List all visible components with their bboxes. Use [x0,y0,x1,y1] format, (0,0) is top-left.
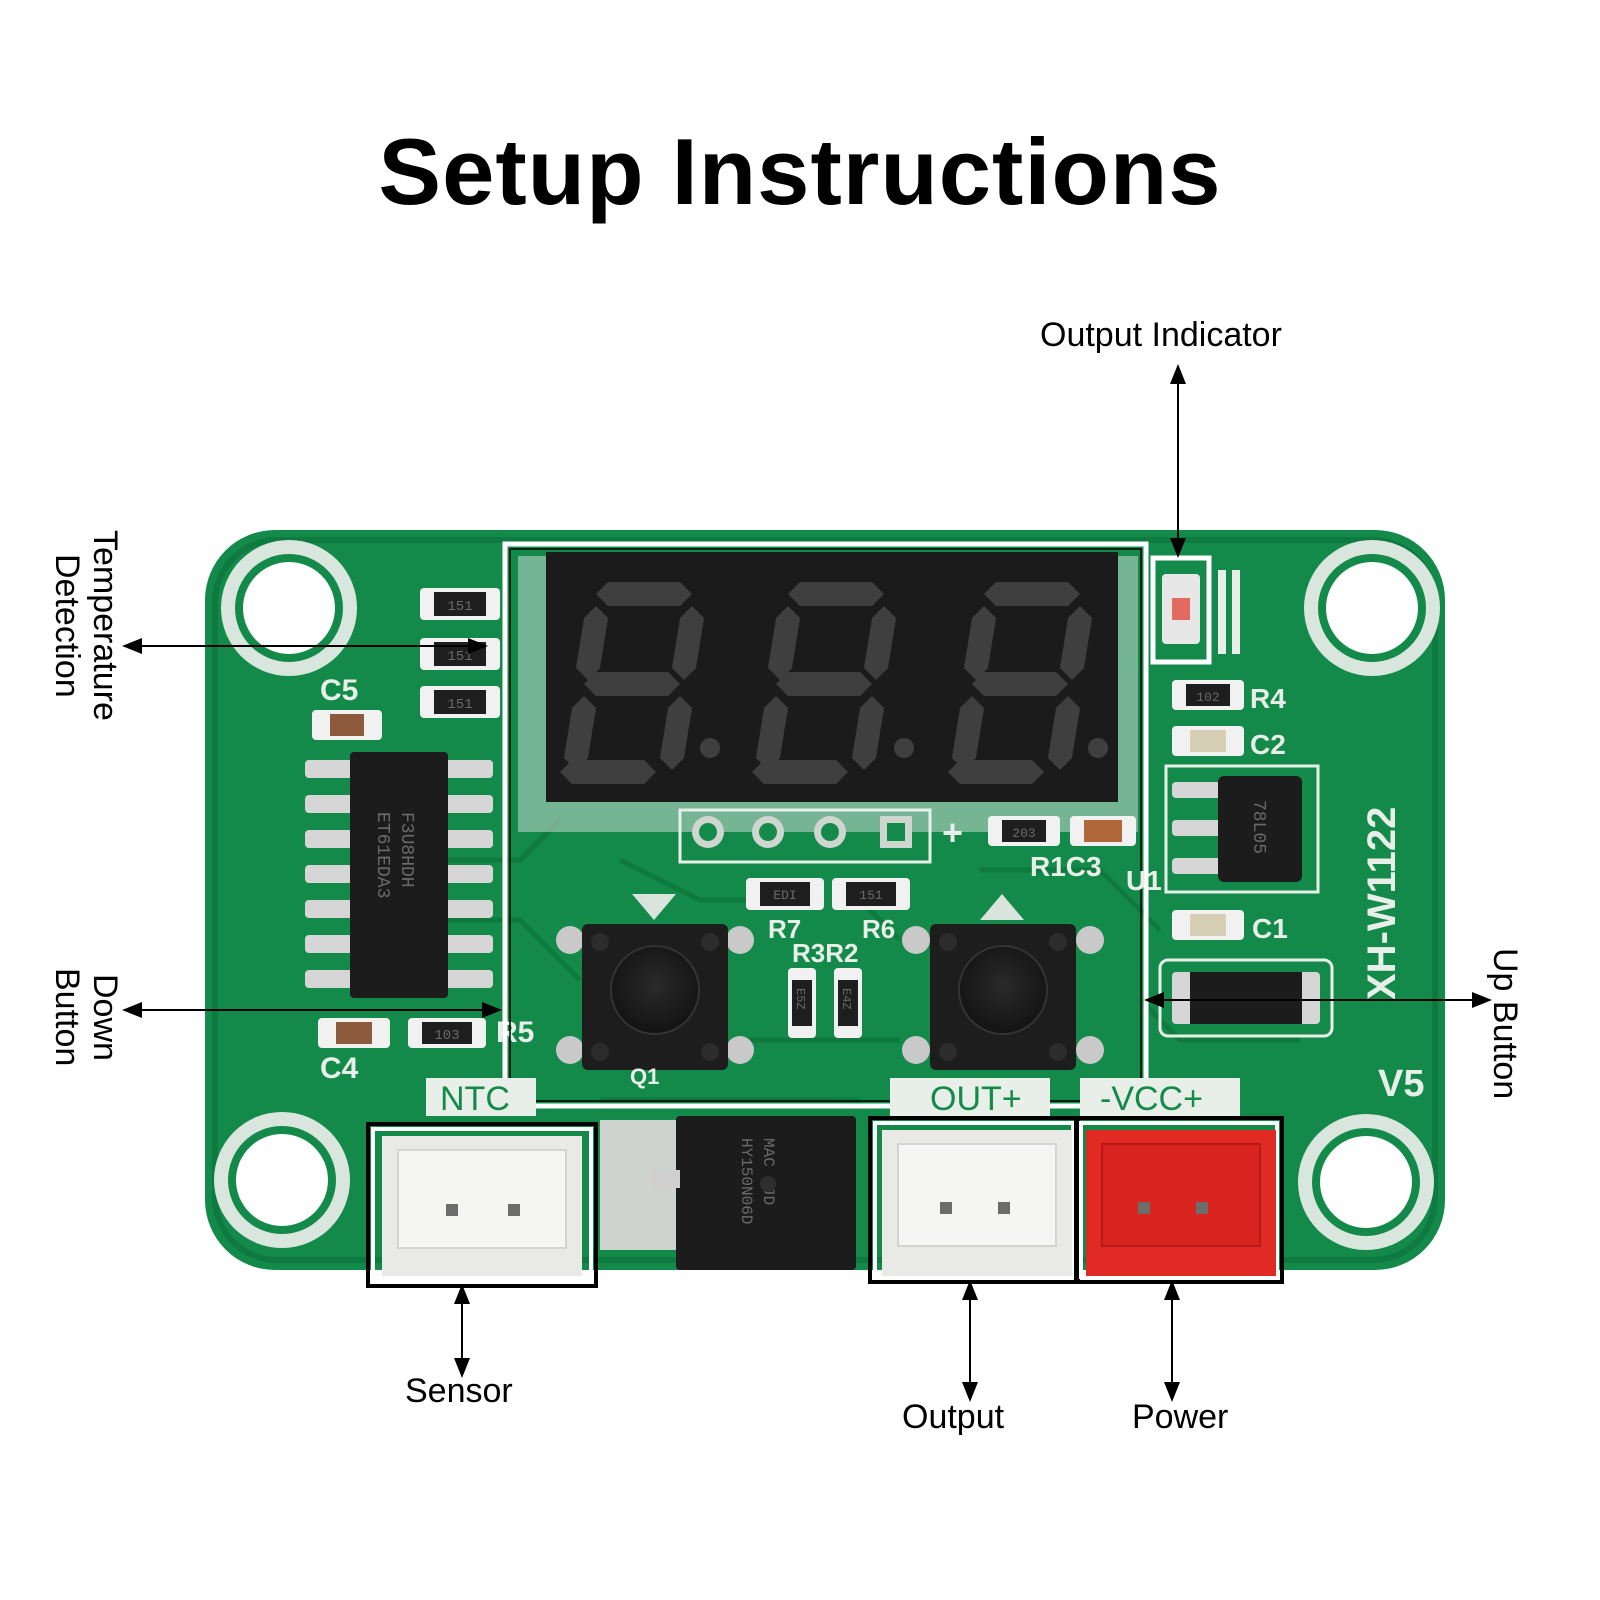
board-version: V5 [1378,1063,1424,1105]
up-button[interactable] [902,924,1104,1070]
silk-r5: R5 [496,1016,534,1049]
resistor-code-r4: 102 [1196,690,1219,705]
silk-c2: C2 [1250,729,1286,760]
power-highlight-inner [1079,1121,1279,1279]
capacitor-c4-body [336,1022,372,1044]
up-button-label: Up Button [1486,948,1524,1100]
display-highlight-box [502,541,1149,1109]
silk-marks-top [1218,570,1240,654]
digit-2 [752,582,914,784]
resistor-code-c: 151 [447,697,472,713]
mcu-marking-2: F3U8HDH [396,812,416,888]
display-highlight-box-inner [509,548,1142,1102]
capacitor-c5-body [330,714,364,736]
regulator-78l05: 78L05 [1172,776,1302,882]
down-button-label: Down Button [48,968,124,1066]
digit-3 [948,582,1108,784]
mosfet-marking-2: MAC 0JD [759,1138,777,1205]
silk-ntc-bg [426,1078,536,1116]
silk-out: OUT+ [930,1080,1022,1118]
silk-vcc-bg [1080,1078,1240,1116]
down-arrow-icon [632,894,676,920]
mounting-hole-tr [1304,540,1440,676]
resistor-code-b: 151 [447,649,472,665]
silk-c1: C1 [1252,913,1288,944]
temperature-detection-label: Temperature Detection [48,530,124,721]
mosfet-marking-1: HY150N06D [737,1138,755,1224]
mounting-hole-bl [214,1112,350,1248]
led-lens [1172,598,1190,620]
silk-r4: R4 [1250,683,1286,714]
output-connector[interactable] [882,1130,1072,1276]
resistor-code-r1: 203 [1012,826,1035,841]
silk-plus: + [942,812,963,853]
page-title: Setup Instructions [378,119,1222,224]
resistor-code-r3: E5Z [793,988,807,1010]
regulator-outline [1164,764,1320,894]
temperature-detection-line1: Temperature [86,530,124,721]
silk-r1c3: R1C3 [1030,851,1102,882]
mosfet: HY150N06D MAC 0JD [650,1116,856,1270]
pcb-traces [370,818,1300,1103]
resistor-row-left: 151 151 151 [420,588,500,718]
silk-c4: C4 [320,1052,359,1085]
silk-q1: Q1 [630,1064,659,1089]
display-pins [692,816,912,848]
output-indicator-highlight-box [1150,555,1212,665]
down-button-line1: Down [86,973,124,1061]
silk-u1: U1 [1126,865,1162,896]
mcu-chip: ET61EDA3 F3U8HDH [305,752,493,998]
mounting-hole-br [1298,1114,1434,1250]
down-button[interactable] [556,924,754,1070]
power-label: Power [1132,1398,1229,1436]
down-button-line2: Button [48,968,86,1067]
sensor-connector[interactable] [382,1136,582,1276]
silk-out-bg [890,1078,1050,1116]
mounting-hole-tl [221,540,357,676]
silk-vcc: -VCC+ [1100,1080,1203,1118]
output-label: Output [902,1398,1005,1436]
power-connector[interactable] [1086,1130,1276,1276]
board-model: XH-W1122 [1360,807,1404,1000]
resistor-code-r6: 151 [859,888,883,903]
sensor-label: Sensor [405,1372,513,1410]
silk-r6: R6 [862,914,895,944]
regulator-marking: 78L05 [1248,800,1268,854]
display-pin-header [678,808,932,864]
resistor-code-a: 151 [447,599,472,615]
resistor-code-r2: E4Z [839,988,853,1010]
temperature-detection-line2: Detection [48,553,86,698]
digit-1 [560,582,720,784]
sensor-highlight-inner [371,1127,593,1283]
sensor-highlight-box [366,1122,598,1288]
resistor-code-r7: EDI [773,888,796,903]
output-indicator-label: Output Indicator [1040,316,1282,354]
silk-c5: C5 [320,674,358,707]
output-highlight-inner [873,1121,1075,1279]
silk-r3r2: R3R2 [792,938,858,968]
silk-ntc: NTC [440,1080,510,1118]
silk-r7: R7 [768,914,801,944]
resistor-code-d: 103 [434,1028,459,1044]
up-arrow-icon [980,894,1024,920]
mcu-marking-1: ET61EDA3 [372,812,392,898]
